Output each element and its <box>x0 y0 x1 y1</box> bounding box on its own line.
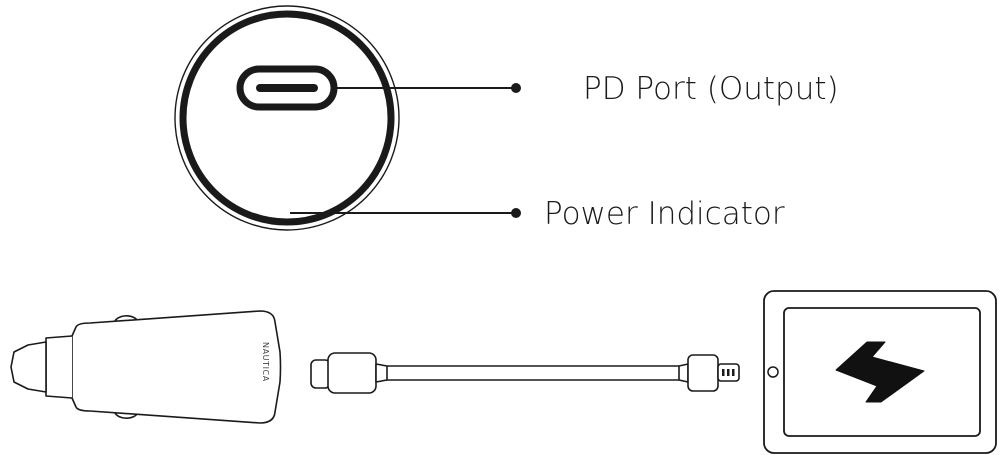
home-button-icon <box>767 366 779 378</box>
usb-c-plug-housing <box>327 352 377 394</box>
car-charger-tip <box>10 341 47 393</box>
lightning-bolt-icon <box>835 341 925 403</box>
power-indicator-leader-dot <box>511 208 521 218</box>
charger-face-outer-ring <box>174 5 400 231</box>
pd-port-callout: PD Port (Output) <box>334 71 839 107</box>
usb-c-port-icon <box>236 65 338 111</box>
charger-brand-text: NAUTICA <box>261 342 270 382</box>
usb-c-cable <box>310 352 740 394</box>
pd-port-leader-dot <box>511 83 521 93</box>
car-charger-body <box>71 310 282 424</box>
lightning-plug-housing <box>687 354 719 392</box>
charger-face <box>174 5 400 231</box>
lightning-tip-contacts <box>722 369 735 376</box>
car-charger: NAUTICA <box>10 310 282 424</box>
tablet <box>763 290 997 454</box>
pd-port-label: PD Port (Output) <box>583 71 839 107</box>
power-indicator-callout: Power Indicator <box>290 196 785 232</box>
lightning-strain-relief <box>678 363 689 383</box>
usb-c-plug-connector <box>310 359 331 389</box>
charger-face-inner-ring <box>179 10 395 226</box>
car-charger-step <box>45 335 73 399</box>
usb-c-strain-relief <box>375 363 388 383</box>
power-indicator-label: Power Indicator <box>544 196 785 232</box>
